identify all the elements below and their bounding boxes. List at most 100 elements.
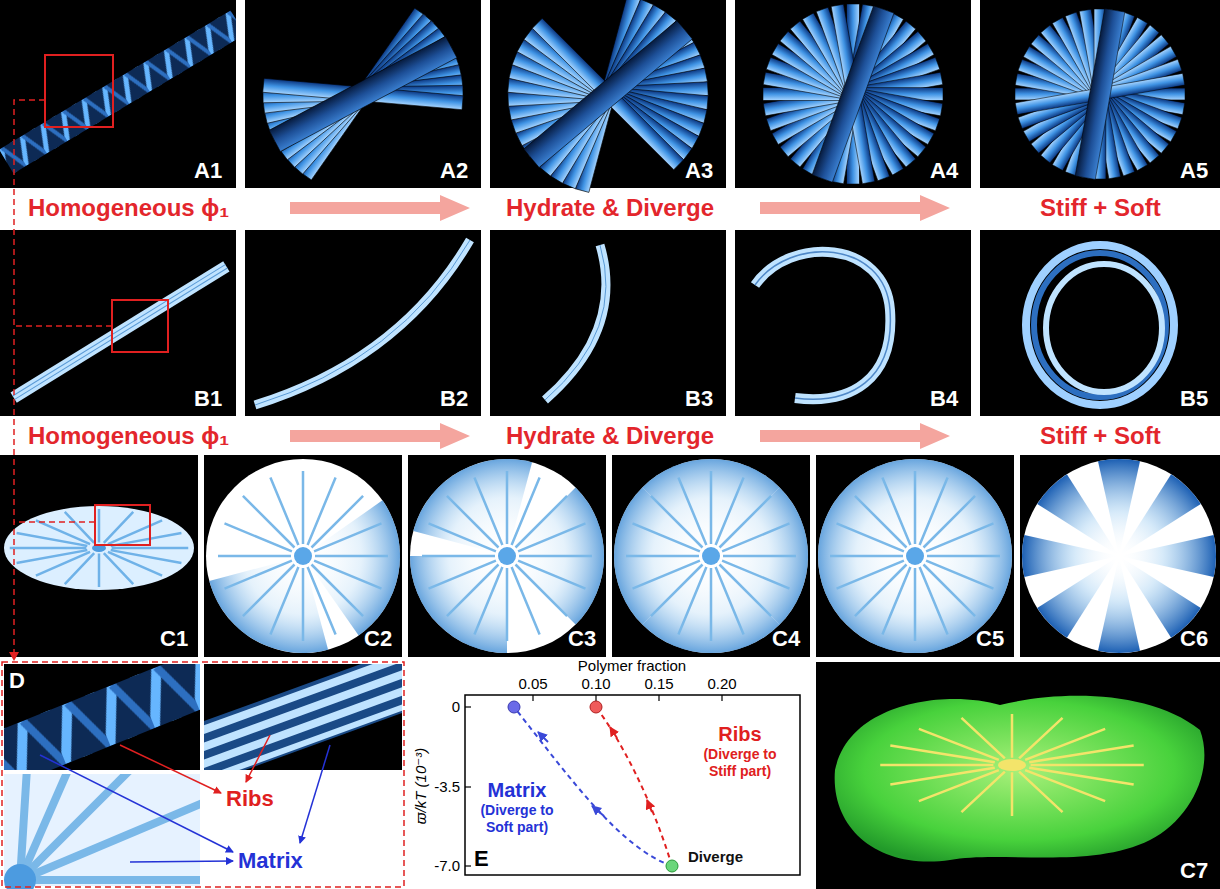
illustration-part <box>465 786 471 787</box>
panel-label: A1 <box>194 158 222 184</box>
row-b-panels <box>0 230 1220 416</box>
illustration-part <box>490 230 726 416</box>
panel-label: C4 <box>772 626 800 652</box>
illustration-part <box>390 438 604 673</box>
illustration-part <box>658 695 659 701</box>
illustration-part <box>816 662 1220 889</box>
banner-text: Hydrate & Diverge <box>506 194 714 223</box>
illustration-part <box>263 8 463 180</box>
callout-text: Ribs <box>226 786 274 812</box>
panel-label: C3 <box>568 626 596 652</box>
panel-label: A5 <box>1180 158 1208 184</box>
illustration-part <box>508 0 708 192</box>
illustration-part <box>592 806 604 816</box>
illustration-part <box>290 195 470 221</box>
illustration-part <box>816 455 1014 657</box>
row-a-panels <box>0 0 1220 192</box>
panel-label: E <box>474 846 489 872</box>
panel-label: C7 <box>1180 858 1208 884</box>
illustration-part <box>702 547 720 565</box>
illustration-part <box>532 695 533 701</box>
illustration-part <box>14 521 95 523</box>
illustration-part <box>204 664 402 770</box>
illustration-part <box>1075 9 1125 180</box>
illustration-part <box>204 664 402 770</box>
illustration-part <box>14 100 45 656</box>
illustration-part <box>120 745 221 793</box>
panel-label: A2 <box>440 158 468 184</box>
illustration-part <box>735 0 971 188</box>
illustration-part <box>812 6 894 183</box>
illustration-part <box>4 664 200 770</box>
illustration-part <box>614 459 808 653</box>
panel-label: A3 <box>685 158 713 184</box>
illustration-part <box>980 0 1220 188</box>
illustration-part <box>269 36 457 151</box>
illustration-part <box>10 261 229 403</box>
illustration-part <box>465 865 471 866</box>
illustration-part <box>0 10 236 173</box>
banner-text: Homogeneous ϕ₁ <box>28 194 229 223</box>
panel-label: C1 <box>160 626 188 652</box>
illustration-part <box>755 252 890 399</box>
illustration-part <box>4 664 200 770</box>
illustration-part <box>204 678 402 770</box>
illustration-part <box>595 695 596 701</box>
panel-label: B5 <box>1180 386 1208 412</box>
illustration-part <box>4 664 200 770</box>
illustration-part <box>835 696 1205 862</box>
illustration-part <box>498 547 516 565</box>
illustration-part <box>408 455 606 657</box>
illustration-part <box>763 4 943 184</box>
illustration-part <box>610 727 617 738</box>
leader-head <box>9 652 19 661</box>
illustration-part <box>880 714 1144 816</box>
tick-label: 0 <box>452 698 460 716</box>
illustration-part <box>245 230 481 416</box>
panel-label: C6 <box>1180 626 1208 652</box>
tick-label: 0.15 <box>644 675 673 693</box>
illustration-part <box>0 455 198 657</box>
curve-label: (Diverge to Soft part) <box>472 802 562 836</box>
illustration-part <box>666 860 678 872</box>
illustration-part <box>300 745 330 843</box>
illustration-part <box>1022 459 1216 653</box>
illustration-part <box>626 471 796 641</box>
illustration-part <box>246 735 270 782</box>
panel-label: B2 <box>440 386 468 412</box>
illustration-part <box>1022 459 1216 653</box>
panel-label: D <box>9 668 25 694</box>
tick-label: 0.10 <box>581 675 610 693</box>
illustration-part <box>204 455 402 657</box>
illustration-part <box>2 662 404 887</box>
illustration-part <box>218 471 388 641</box>
curve-label: (Diverge to Stiff part) <box>690 746 790 780</box>
illustration-part <box>614 459 808 653</box>
illustration-part <box>10 509 189 587</box>
illustration-part <box>255 240 470 405</box>
curve-label: Ribs <box>718 722 761 746</box>
curve-label: Diverge <box>688 848 743 866</box>
illustration-part <box>130 861 233 862</box>
illustration-part <box>538 732 548 742</box>
illustration-part <box>508 701 520 713</box>
illustration-part <box>465 695 800 875</box>
banner-text: Hydrate & Diverge <box>506 422 714 451</box>
illustration-part <box>45 55 113 127</box>
banner-text: Stiff + Soft <box>1040 194 1161 223</box>
panel-label: C5 <box>976 626 1004 652</box>
tick-label: -7.0 <box>434 857 460 875</box>
illustration-part <box>20 774 90 880</box>
illustration-part <box>4 506 194 590</box>
tick-label: 0.20 <box>707 675 736 693</box>
illustration-part <box>647 800 652 812</box>
row-c-panels <box>0 438 1220 675</box>
illustration-part <box>422 471 592 641</box>
illustration-part <box>545 245 606 400</box>
curve-label: Matrix <box>488 778 547 802</box>
panel-label: B3 <box>685 386 713 412</box>
illustration-part <box>465 695 722 866</box>
illustration-part <box>204 664 402 770</box>
illustration-part <box>4 664 200 770</box>
illustration-part <box>1104 473 1202 571</box>
